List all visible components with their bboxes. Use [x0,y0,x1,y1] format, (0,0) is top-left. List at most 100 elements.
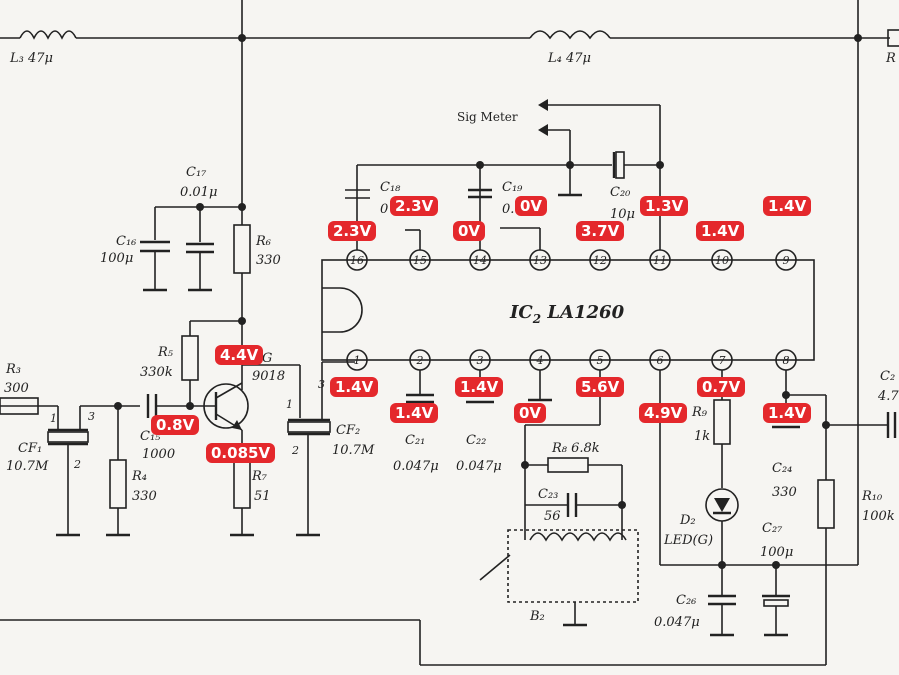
resistor-r4 [109,459,127,509]
ic-pin-3: 3 [477,354,484,367]
voltage-badge-pin13: 0V [515,196,548,216]
label-c-right-value: 4.7 [877,389,899,404]
label-r9: R₉ [691,405,708,420]
coil-b2 [529,532,627,542]
ic-pin-9: 9 [783,254,790,267]
ic-pin-6: 6 [657,354,664,367]
label-r10: R₁₀ [861,489,883,504]
label-c15-value: 1000 [142,447,175,462]
ic-pin-13: 13 [533,254,547,267]
label-c16: C₁₆ [116,234,136,249]
label-cf2-pin3: 3 [318,378,325,391]
label-r4: R₄ [131,469,147,484]
label-c22-value: 0.047μ [456,459,502,474]
label-c27: C₂₇ [762,521,783,536]
voltage-badge-pin16: 2.3V [328,221,377,241]
label-c24-value: 330 [772,485,797,500]
filter-cf2 [287,421,331,433]
label-c19: C₁₉ [502,180,523,195]
resistor-r9 [713,399,731,445]
filter-cf1 [47,431,89,443]
voltage-badge-base: 0.8V [151,415,200,435]
voltage-badge-pin11: 1.3V [640,196,689,216]
ic-pin-4: 4 [536,354,544,367]
voltage-badge-pin15: 2.3V [390,196,439,216]
ic-pin-12: 12 [593,254,607,267]
resistor-r8 [547,457,589,473]
inductor-l4 [529,30,611,40]
ic-pin-14: 14 [473,254,487,267]
resistor-r5 [181,335,199,381]
label-c22: C₂₂ [466,433,486,448]
ic-pin-15: 15 [413,254,427,267]
ic-pin-11: 11 [653,254,667,267]
ic-pin-10: 10 [715,254,729,267]
label-c17-value: 0.01μ [180,185,217,200]
label-c19-value: 0. [502,202,514,217]
label-cf1-pin2: 2 [73,458,81,471]
voltage-badge-pin12: 3.7V [576,221,625,241]
label-cf2-pin2: 2 [291,444,299,457]
resistor-r6 [233,224,251,274]
label-c18: C₁₈ [380,180,401,195]
label-transistor-g: G [262,351,272,366]
label-cf1-pin1: 1 [50,412,57,425]
resistor-r7 [233,459,251,509]
label-c-right: C₂ [880,369,895,384]
label-c20-value: 10μ [610,207,635,222]
label-r3: R₃ [5,362,21,377]
label-r6: R₆ [255,234,271,249]
label-c16-value: 100μ [100,251,133,266]
label-sig-meter: Sig Meter [457,110,518,124]
label-r9-value: 1k [694,429,710,444]
label-cf2-value: 10.7M [332,443,375,458]
label-c23: C₂₃ [538,487,558,502]
label-r7: R₇ [251,469,268,484]
voltage-badge-pin5: 5.6V [576,377,625,397]
voltage-badge-pin9: 1.4V [763,196,812,216]
label-r10-value: 100k [862,509,895,524]
voltage-badge-pin14: 0V [453,221,486,241]
voltage-badge-pin4: 0V [514,403,547,423]
label-c26-value: 0.047μ [654,615,700,630]
label-cf1: CF₁ [18,441,42,456]
label-transistor: 9018 [252,369,285,384]
label-cf2-pin1: 1 [286,398,293,411]
voltage-badge-collector: 4.4V [215,345,264,365]
voltage-badge-pin1: 1.4V [330,377,379,397]
label-r4-value: 330 [132,489,157,504]
label-d2: D₂ [679,513,696,528]
label-cf1-pin3: 3 [88,410,95,423]
ic-pin-2: 2 [416,354,424,367]
ic-pin-16: 16 [350,254,364,267]
label-c26: C₂₆ [676,593,696,608]
label-c23-value: 56 [544,509,561,524]
label-r3-value: 300 [4,381,29,396]
label-c21-value: 0.047μ [393,459,439,474]
label-c27-value: 100μ [760,545,793,560]
voltage-badge-pin3: 1.4V [455,377,504,397]
inductor-l3 [19,30,77,40]
ic-title: IC2 LA1260 [509,302,625,326]
label-r-right: R [885,51,896,66]
label-r7-value: 51 [254,489,271,504]
label-l3: L₃ 47μ [9,51,53,66]
resistor-r10 [817,479,835,529]
label-c20: C₂₀ [610,185,631,200]
ic-pin-8: 8 [783,354,790,367]
label-c21: C₂₁ [405,433,425,448]
label-r6-value: 330 [256,253,281,268]
label-cf2: CF₂ [336,423,360,438]
voltage-badge-pin6: 4.9V [639,403,688,423]
label-c24: C₂₄ [772,461,792,476]
voltage-badge-emitter: 0.085V [206,443,276,463]
label-c17: C₁₇ [186,165,207,180]
ic-pin-1: 1 [354,354,361,367]
label-cf1-value: 10.7M [6,459,49,474]
label-b2: B₂ [529,609,545,624]
label-r5: R₅ [157,345,174,360]
label-r8: R₈ 6.8k [551,441,600,456]
ic-body [321,259,815,361]
label-r5-value: 330k [140,365,173,380]
